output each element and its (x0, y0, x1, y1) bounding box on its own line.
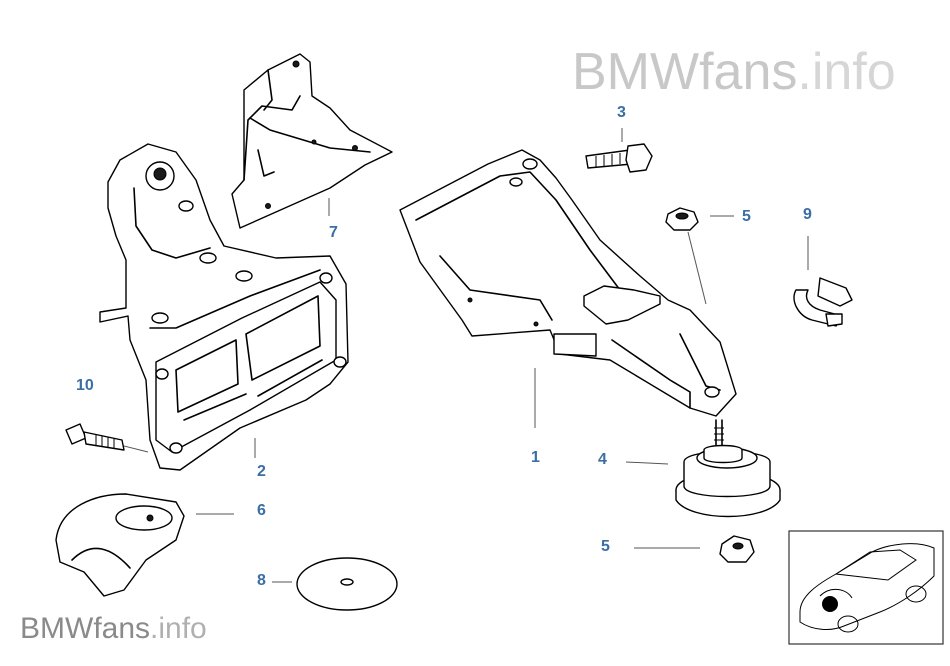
part-9-clamp[interactable] (793, 277, 853, 327)
part-10-bolt[interactable] (65, 423, 125, 451)
watermark-top: BMWfans.info (572, 42, 896, 102)
callout-8[interactable]: 8 (257, 572, 266, 589)
callout-4[interactable]: 4 (598, 451, 607, 468)
part-7-shield[interactable] (231, 53, 393, 229)
leader-lines (123, 128, 809, 583)
callout-9[interactable]: 9 (803, 206, 812, 223)
callout-2[interactable]: 2 (257, 463, 266, 480)
part-2-support-bracket[interactable] (99, 143, 349, 471)
watermark-suffix-bottom: .info (150, 612, 207, 645)
callout-1[interactable]: 1 (531, 449, 540, 466)
part-4-engine-mount[interactable] (675, 419, 781, 518)
callout-7[interactable]: 7 (329, 224, 338, 241)
part-5-nut-lower[interactable] (719, 535, 755, 563)
part-3-bolt[interactable] (585, 143, 653, 173)
callout-5-lower[interactable]: 5 (601, 538, 610, 555)
watermark-brand: BMWfans (572, 43, 798, 101)
callout-5-upper[interactable]: 5 (742, 208, 751, 225)
part-1-carrier[interactable] (399, 149, 737, 417)
part-8-pad[interactable] (296, 557, 398, 611)
location-marker-icon (822, 596, 838, 612)
watermark-suffix: .info (797, 43, 896, 101)
callout-10[interactable]: 10 (76, 377, 94, 394)
watermark-brand-bottom: BMWfans (20, 612, 151, 645)
part-6-cover[interactable] (55, 493, 185, 597)
callout-6[interactable]: 6 (257, 502, 266, 519)
callout-3[interactable]: 3 (617, 104, 626, 121)
watermark-bottom: BMWfans.info (20, 612, 207, 646)
car-location-thumbnail[interactable] (788, 530, 944, 645)
part-5-nut-upper[interactable] (665, 207, 699, 231)
